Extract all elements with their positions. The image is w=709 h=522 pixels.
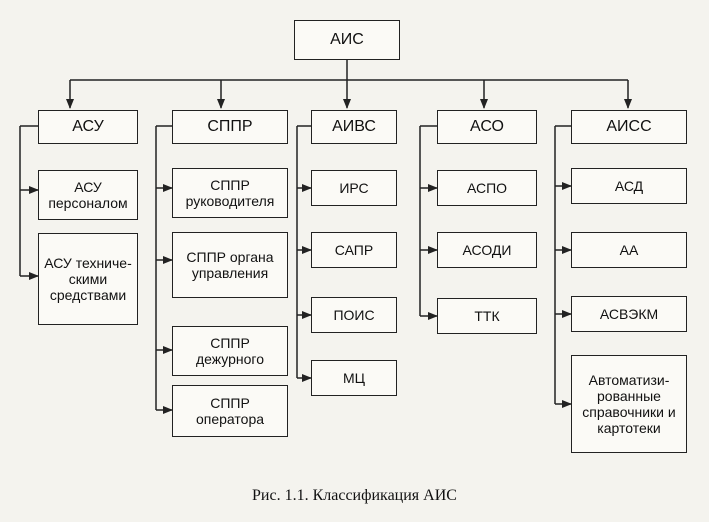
aso-item: АСПО: [437, 170, 537, 206]
figure-caption: Рис. 1.1. Классификация АИС: [252, 487, 457, 504]
group-asu: АСУ: [38, 110, 138, 144]
sppr-item: СППР руководителя: [172, 168, 288, 218]
aivs-item: ИРС: [311, 170, 397, 206]
aivs-item: САПР: [311, 232, 397, 268]
aiss-item: АСД: [571, 168, 687, 204]
asu-item: АСУ персоналом: [38, 170, 138, 220]
aiss-item: АСВЭКМ: [571, 296, 687, 332]
asu-item: АСУ техниче-скими средствами: [38, 233, 138, 325]
group-aivs: АИВС: [311, 110, 397, 144]
sppr-item: СППР оператора: [172, 385, 288, 437]
aivs-item: МЦ: [311, 360, 397, 396]
sppr-item: СППР дежурного: [172, 326, 288, 376]
aso-item: ТТК: [437, 298, 537, 334]
group-aso: АСО: [437, 110, 537, 144]
aso-item: АСОДИ: [437, 232, 537, 268]
group-aiss: АИСС: [571, 110, 687, 144]
aiss-item: Автоматизи-рованные справочники и картот…: [571, 355, 687, 453]
sppr-item: СППР органа управления: [172, 232, 288, 298]
group-sppr: СППР: [172, 110, 288, 144]
root-box: АИС: [294, 20, 400, 60]
aivs-item: ПОИС: [311, 297, 397, 333]
aiss-item: АА: [571, 232, 687, 268]
